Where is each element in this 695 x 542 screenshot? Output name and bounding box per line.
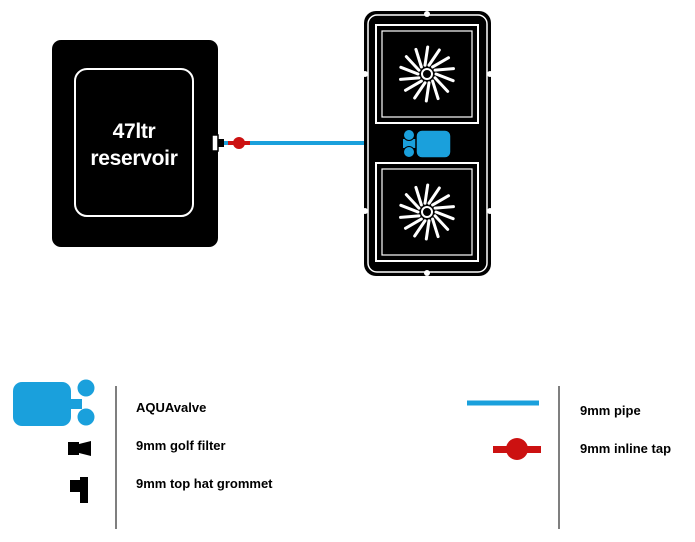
legend-grommet-label: 9mm top hat grommet: [136, 476, 273, 491]
aquavalve-icon: [403, 129, 452, 159]
inline-tap-icon: [228, 137, 250, 149]
legend: [13, 379, 560, 529]
pot-flower-icon: [399, 45, 455, 103]
grommet-icon: [70, 477, 88, 503]
reservoir-label-line1: 47ltr: [112, 120, 156, 143]
reservoir-label: 47ltr reservoir: [75, 118, 193, 172]
inline-tap-icon: [493, 438, 541, 460]
top-pot: [375, 24, 479, 124]
legend-golf-filter-label: 9mm golf filter: [136, 438, 226, 453]
reservoir: [52, 40, 218, 247]
legend-tap-label: 9mm inline tap: [580, 441, 672, 456]
golf-filter-icon: [200, 134, 224, 152]
reservoir-label-line2: reservoir: [90, 147, 178, 170]
pot-flower-icon: [399, 183, 455, 241]
golf-filter-icon: [68, 441, 91, 456]
legend-aquavalve-label: AQUAvalve: [136, 400, 207, 415]
aquavalve-icon: [13, 379, 95, 426]
bottom-pot: [375, 162, 479, 262]
legend-pipe-label: 9mm pipe: [580, 403, 641, 418]
